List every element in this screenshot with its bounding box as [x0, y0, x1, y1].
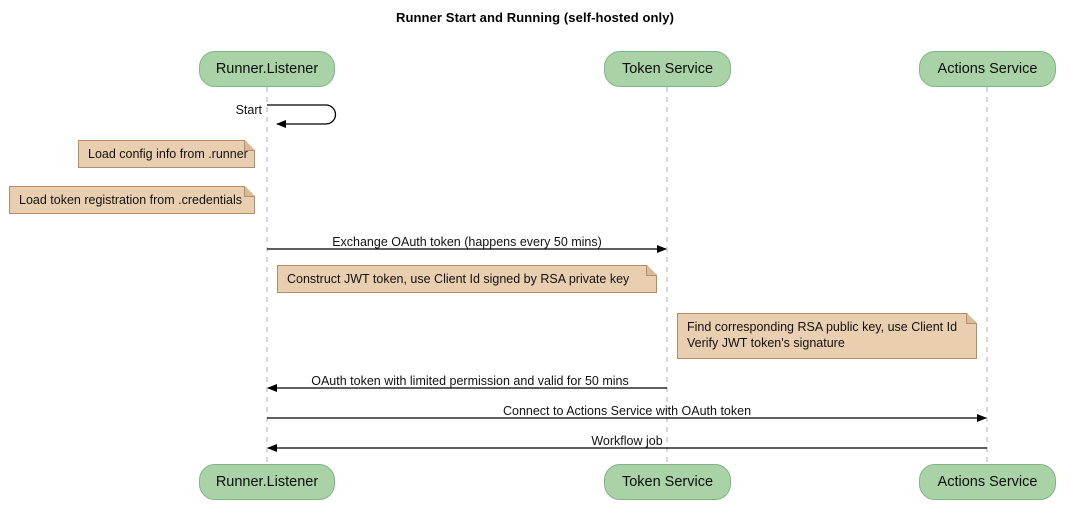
participant-token-top[interactable]: Token Service — [604, 51, 731, 87]
note-line: Find corresponding RSA public key, use C… — [687, 320, 958, 334]
participant-label: Token Service — [621, 474, 714, 490]
participant-actions-top[interactable]: Actions Service — [919, 51, 1056, 87]
participant-label: Runner.Listener — [215, 61, 319, 77]
participant-label: Runner.Listener — [215, 474, 319, 490]
note-fold-corner-icon — [646, 265, 657, 276]
participant-label: Actions Service — [937, 474, 1038, 490]
lifelines-group — [266, 87, 988, 464]
note-construct-jwt: Construct JWT token, use Client Id signe… — [277, 265, 657, 293]
msg-exchange-oauth-token-label: Exchange OAuth token (happens every 50 m… — [332, 235, 602, 249]
participant-label: Token Service — [621, 61, 714, 77]
participant-runner-top[interactable]: Runner.Listener — [199, 51, 335, 87]
note-fold-corner-icon — [244, 140, 255, 151]
msg-connect-actions-service-label: Connect to Actions Service with OAuth to… — [502, 404, 752, 418]
participant-token-bottom[interactable]: Token Service — [604, 464, 731, 500]
note-line: Construct JWT token, use Client Id signe… — [287, 272, 630, 286]
note-line: Verify JWT token's signature — [687, 336, 845, 350]
note-fold-corner-icon — [966, 313, 977, 324]
note-verify-jwt: Find corresponding RSA public key, use C… — [677, 313, 977, 359]
participant-runner-bottom[interactable]: Runner.Listener — [199, 464, 335, 500]
note-line: Load config info from .runner — [88, 147, 248, 161]
arrows-group — [267, 104, 987, 452]
note-load-config: Load config info from .runner — [78, 140, 255, 168]
note-fold-corner-icon — [244, 186, 255, 197]
self-message-start-loop — [267, 104, 337, 128]
diagram-title: Runner Start and Running (self-hosted on… — [395, 10, 675, 25]
note-line: Load token registration from .credential… — [19, 193, 243, 207]
msg-oauth-token-reply-label: OAuth token with limited permission and … — [311, 374, 629, 388]
msg-workflow-job-label: Workflow job — [591, 434, 663, 448]
participant-actions-bottom[interactable]: Actions Service — [919, 464, 1056, 500]
self-message-label-start: Start — [235, 103, 262, 117]
participant-label: Actions Service — [937, 61, 1038, 77]
note-load-token-registration: Load token registration from .credential… — [9, 186, 255, 214]
